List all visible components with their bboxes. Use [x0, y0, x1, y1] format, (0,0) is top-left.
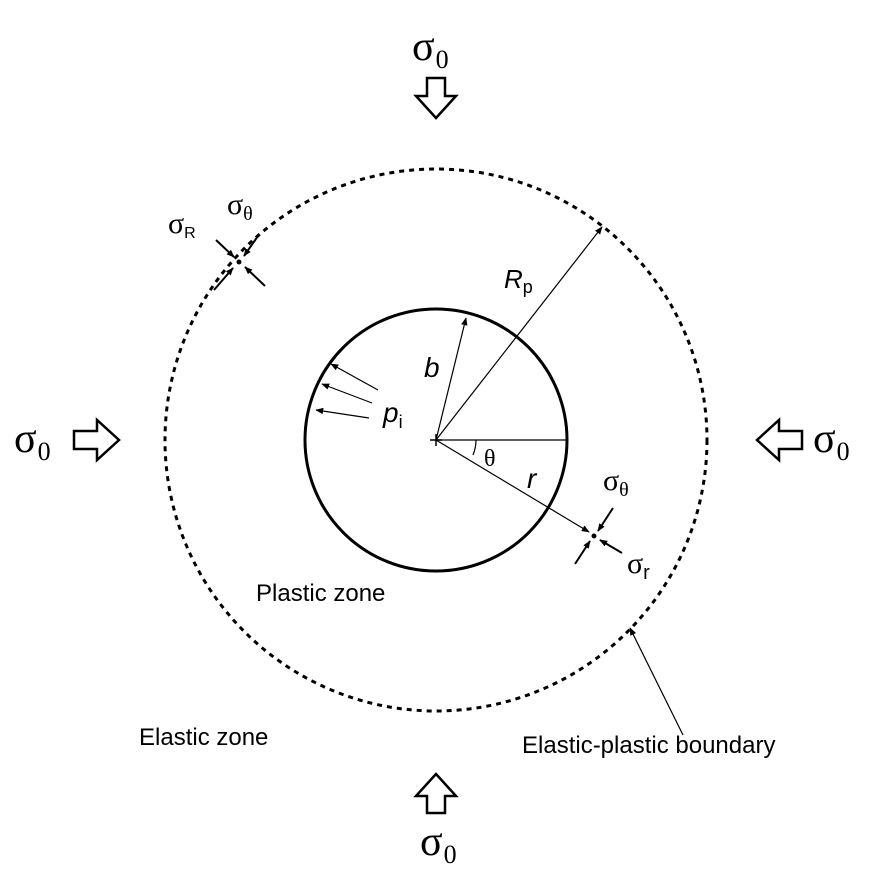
theta-angle-arc [472, 439, 477, 456]
sigma-theta-boundary-label: σθ [227, 188, 253, 225]
sigma-zero-top: σ0 [412, 24, 449, 74]
boundary-label: Elastic-plastic boundary [522, 732, 775, 759]
far-field-arrow-right [755, 417, 804, 463]
sigma-theta-arrow [597, 507, 614, 532]
sigma-r-arrow [599, 539, 623, 554]
sigma-r-boundary-label: σR [168, 207, 196, 242]
stress-point-boundary [236, 259, 242, 265]
far-field-arrow-top [413, 76, 459, 120]
radius-rp-line [435, 226, 603, 441]
stress-point-plastic [591, 533, 597, 539]
radius-rp-label: Rp [504, 264, 533, 297]
elastic-zone-label: Elastic zone [139, 724, 268, 751]
internal-pressure-arrow [321, 383, 373, 404]
sigma-theta-label: σθ [603, 464, 629, 501]
far-field-arrow-left [72, 417, 121, 463]
radius-b-label: b [424, 352, 440, 383]
radius-b-line [435, 317, 468, 441]
plastic-zone-label: Plastic zone [256, 580, 385, 607]
sigma-theta-boundary-arrow [243, 235, 259, 257]
internal-pressure-label: pi [382, 397, 403, 432]
internal-pressure-arrow [315, 407, 370, 419]
sigma-theta-boundary-arrow [213, 267, 234, 291]
radius-r-line [435, 439, 590, 533]
angle-theta-label: θ [484, 446, 496, 472]
sigma-theta-arrow [574, 540, 591, 565]
boundary-pointer-arrow [629, 627, 684, 736]
sigma-r-boundary-arrow [244, 266, 266, 287]
sigma-r-label: σr [627, 547, 650, 584]
internal-pressure-arrow [330, 363, 379, 391]
sigma-zero-left: σ0 [14, 416, 51, 466]
sigma-zero-bottom: σ0 [420, 819, 457, 869]
sigma-zero-right: σ0 [813, 416, 850, 466]
sigma-r-boundary-arrow [215, 239, 235, 258]
far-field-arrow-bottom [413, 772, 459, 815]
elastic-plastic-boundary-circle [163, 167, 709, 713]
radius-r-label: r [527, 463, 538, 494]
